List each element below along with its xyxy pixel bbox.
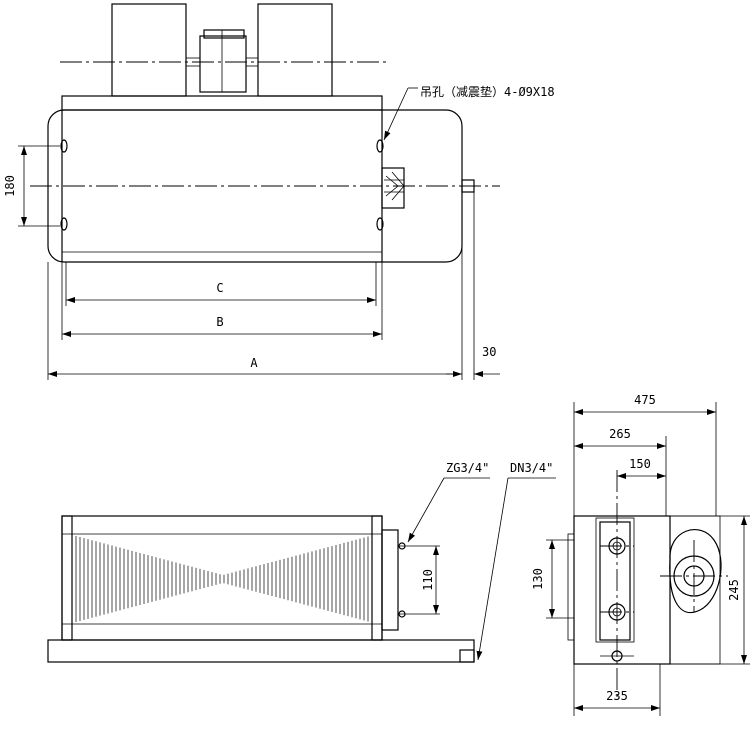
dim-A: A [250, 356, 258, 370]
dim-235: 235 [606, 689, 628, 703]
dim-30: 30 [482, 345, 496, 359]
dim-180: 180 [3, 175, 17, 197]
pipe-fitting [381, 167, 405, 209]
dim-B: B [216, 315, 223, 329]
hanging-hole-2 [60, 217, 68, 231]
coil-body [61, 515, 383, 641]
dim-150: 150 [629, 457, 651, 471]
fan-housing-right [257, 3, 333, 97]
base-plate [47, 639, 475, 663]
side-header-plate [599, 521, 631, 641]
dim-245: 245 [727, 579, 741, 601]
dim-130: 130 [531, 568, 545, 590]
pipe-dn-label: DN3/4" [510, 461, 553, 475]
fan-volute [669, 529, 722, 614]
hanging-hole-3 [376, 139, 384, 153]
dim-265: 265 [609, 427, 631, 441]
top-view: 吊孔（减震垫）4-Ø9X18 180 C B A 30 [3, 3, 555, 380]
pipe-zg-label: ZG3/4" [446, 461, 489, 475]
motor [186, 29, 258, 93]
coil-fins [75, 536, 369, 622]
dim-110: 110 [421, 569, 435, 591]
hanging-hole-4 [376, 217, 384, 231]
dim-C: C [216, 281, 223, 295]
pipe-header [381, 529, 399, 631]
dim-475: 475 [634, 393, 656, 407]
top-plate [61, 95, 383, 111]
front-view: 110 ZG3/4" DN3/4" [47, 461, 556, 663]
hanging-hole-1 [60, 139, 68, 153]
hanging-hole-note: 吊孔（减震垫）4-Ø9X18 [420, 84, 555, 99]
fan-housing-left [111, 3, 187, 97]
side-view: 475 265 150 130 245 235 [531, 393, 750, 716]
